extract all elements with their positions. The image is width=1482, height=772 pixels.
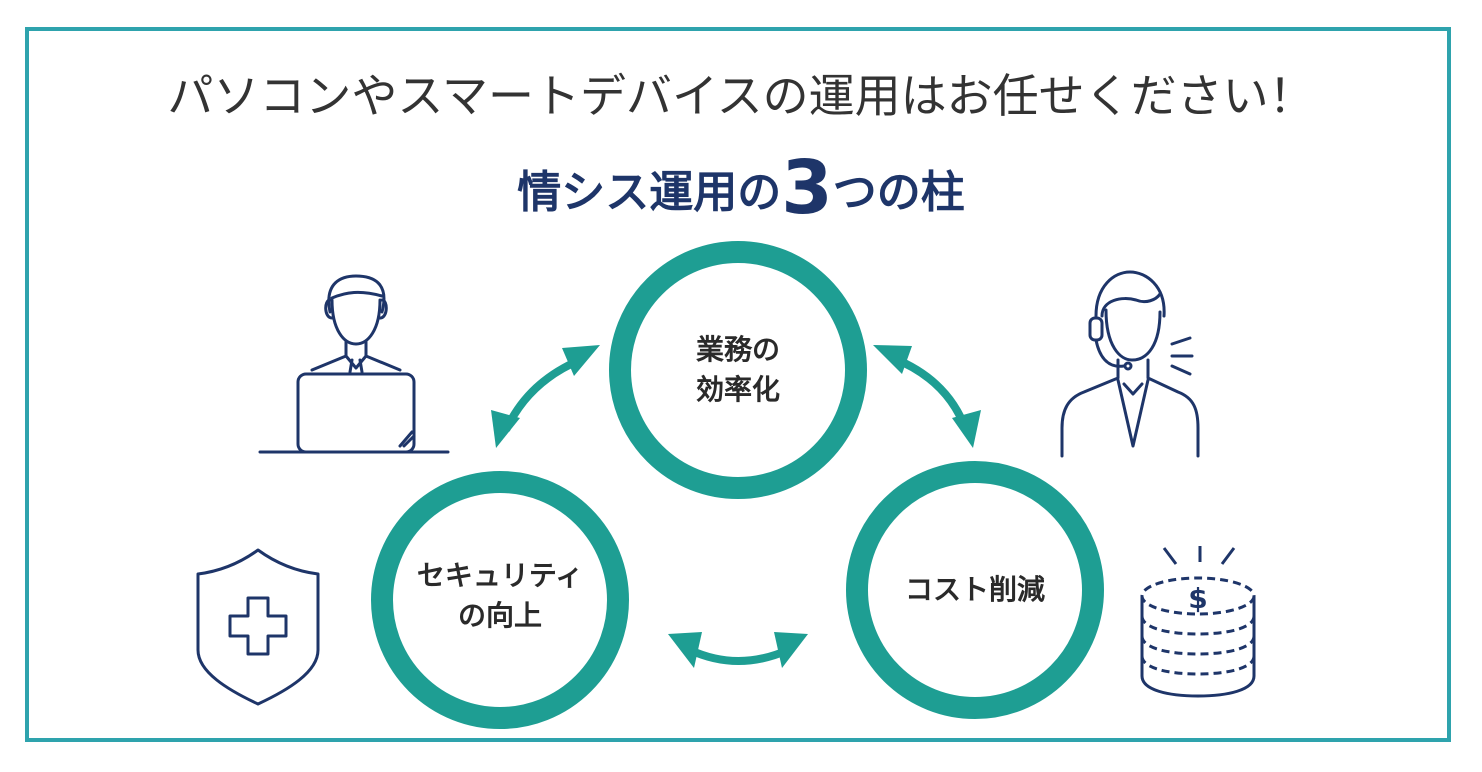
pillar-left-line1: セキュリティ [416,559,584,592]
pillar-ring-left [371,471,629,729]
pillar-left-line2: の向上 [457,599,542,632]
arrow-top-left [491,345,600,448]
coin-stack-icon: $ [1140,546,1256,698]
subtitle-suffix: つの柱 [832,167,965,218]
svg-text:$: $ [1188,582,1207,615]
outer-frame [25,27,1451,742]
office-worker-laptop-icon [258,274,450,454]
subtitle-prefix: 情シス運用の [517,167,782,218]
arrow-top-right [873,345,981,448]
headline: パソコンやスマートデバイスの運用はお任せください！ [167,69,1315,123]
pillar-label-right: コスト削減 [865,570,1085,610]
subtitle: 情シス運用の3つの柱 [0,151,1482,225]
pillar-label-left: セキュリティ の向上 [390,556,610,636]
pillar-ring-right [846,461,1104,719]
arrow-bottom [668,632,808,668]
headset-operator-icon [1060,270,1200,458]
security-shield-icon [196,548,320,706]
pillar-top-line1: 業務の [695,333,780,366]
pillar-top-line2: 効率化 [695,373,780,406]
pillar-label-top: 業務の 効率化 [638,330,838,410]
pillar-right-line1: コスト削減 [904,573,1045,606]
subtitle-number: 3 [781,145,833,231]
pillar-ring-top [609,241,867,499]
